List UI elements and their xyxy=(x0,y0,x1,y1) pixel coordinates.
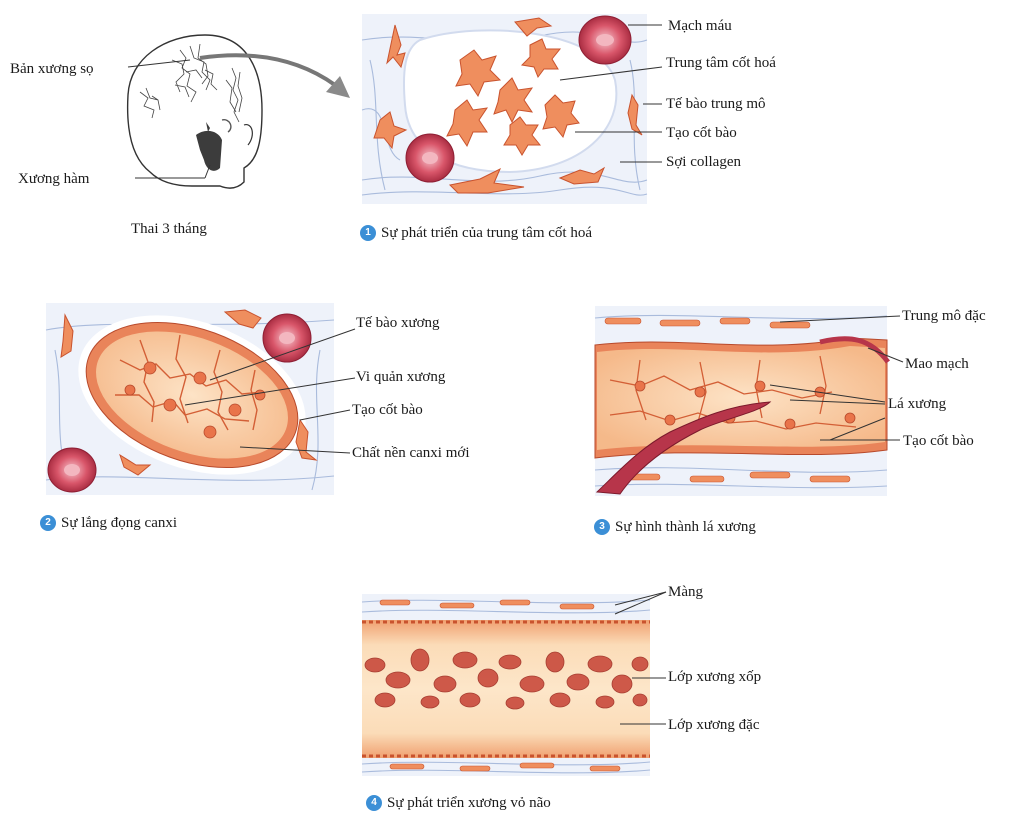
label-bone-lamella: Lá xương xyxy=(888,395,946,413)
step-badge-4: 4 xyxy=(366,795,382,811)
caption-panel2-text: Sự lắng đọng canxi xyxy=(61,514,177,532)
caption-panel3-text: Sự hình thành lá xương xyxy=(615,518,756,536)
label-membrane: Màng xyxy=(668,583,703,601)
label-ossification-center: Trung tâm cốt hoá xyxy=(666,54,776,72)
label-jaw-bone: Xương hàm xyxy=(18,170,89,188)
label-fetus-age: Thai 3 tháng xyxy=(131,220,207,238)
fetal-head-illustration xyxy=(128,35,262,188)
panel3-illustration xyxy=(595,306,888,496)
step-badge-1: 1 xyxy=(360,225,376,241)
label-spongy-bone: Lớp xương xốp xyxy=(668,668,761,686)
label-osteocyte: Tế bào xương xyxy=(356,314,440,332)
caption-panel1: 1 Sự phát triển của trung tâm cốt hoá xyxy=(360,224,592,242)
label-osteoblast-p3: Tạo cốt bào xyxy=(903,432,974,450)
caption-panel2: 2 Sự lắng đọng canxi xyxy=(40,514,177,532)
label-osteoblast-p2: Tạo cốt bào xyxy=(352,401,423,419)
caption-panel4: 4 Sự phát triển xương vỏ não xyxy=(366,794,551,812)
label-compact-bone: Lớp xương đặc xyxy=(668,716,759,734)
label-canaliculi: Vi quản xương xyxy=(356,368,445,386)
step-badge-3: 3 xyxy=(594,519,610,535)
label-dense-mesenchyme: Trung mô đặc xyxy=(902,307,986,325)
label-osteoblast-p1: Tạo cốt bào xyxy=(666,124,737,142)
label-capillary: Mao mạch xyxy=(905,355,969,373)
label-skull-bone: Bản xương sọ xyxy=(10,60,94,78)
label-new-calcium-matrix: Chất nền canxi mới xyxy=(352,444,470,462)
caption-panel4-text: Sự phát triển xương vỏ não xyxy=(387,794,551,812)
panel2-illustration xyxy=(46,286,334,504)
label-blood-vessel: Mạch máu xyxy=(668,17,732,35)
label-collagen-fiber: Sợi collagen xyxy=(666,153,741,171)
caption-panel1-text: Sự phát triển của trung tâm cốt hoá xyxy=(381,224,592,242)
panel4-illustration xyxy=(362,594,650,776)
label-mesenchymal-cell: Tế bào trung mô xyxy=(666,95,766,113)
step-badge-2: 2 xyxy=(40,515,56,531)
panel1-illustration xyxy=(362,14,647,204)
caption-panel3: 3 Sự hình thành lá xương xyxy=(594,518,756,536)
